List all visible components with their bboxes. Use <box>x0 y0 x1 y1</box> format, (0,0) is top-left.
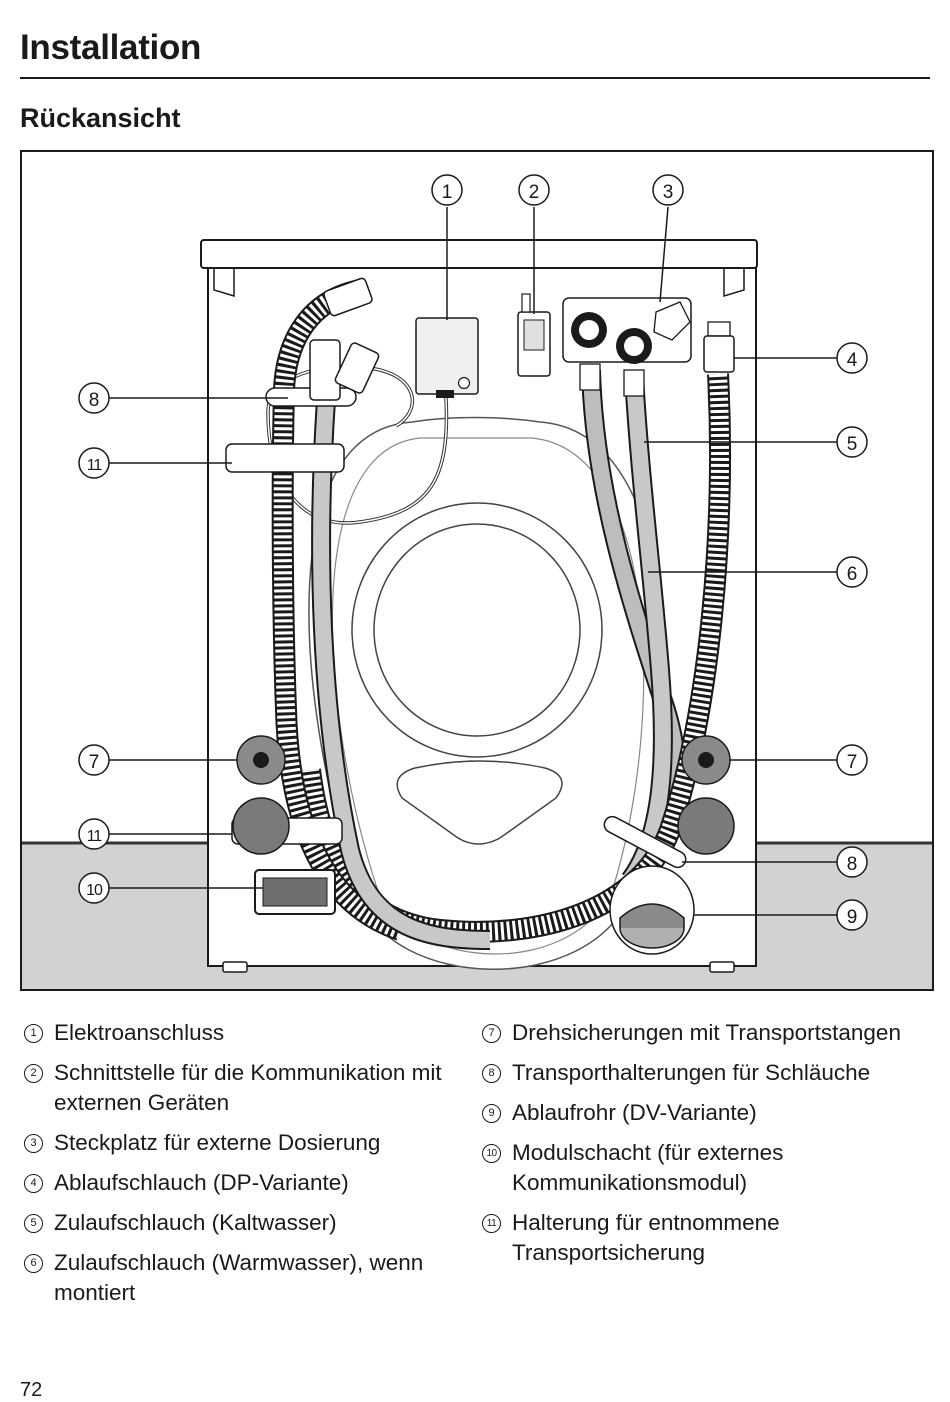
callout-11-top: 11 <box>78 447 110 479</box>
legend-text: Drehsicherungen mit Transportstangen <box>512 1020 901 1045</box>
callout-3: 3 <box>652 174 684 206</box>
callout-2: 2 <box>518 174 550 206</box>
legend-number: 7 <box>482 1024 501 1043</box>
callout-5: 5 <box>836 426 868 458</box>
legend-item-1: 1 Elektroanschluss <box>24 1018 464 1048</box>
page-number: 72 <box>20 1379 43 1401</box>
legend-item-5: 5 Zulaufschlauch (Kaltwasser) <box>24 1208 464 1238</box>
svg-text:2: 2 <box>529 182 540 203</box>
legend-number: 1 <box>24 1024 43 1043</box>
section-title: Rückansicht <box>20 103 181 133</box>
legend-item-2: 2 Schnittstelle für die Kommunikation mit… <box>24 1058 464 1118</box>
legend-text: Ablaufschlauch (DP-Variante) <box>54 1170 349 1195</box>
svg-text:7: 7 <box>89 752 100 773</box>
legend-item-4: 4 Ablaufschlauch (DP-Variante) <box>24 1168 464 1198</box>
callout-9: 9 <box>836 899 868 931</box>
svg-text:4: 4 <box>847 350 858 371</box>
svg-text:1: 1 <box>442 182 453 203</box>
svg-text:3: 3 <box>663 182 674 203</box>
svg-text:9: 9 <box>847 907 858 928</box>
svg-text:5: 5 <box>847 434 858 455</box>
callout-7-right: 7 <box>836 744 868 776</box>
callout-11-bottom: 11 <box>78 818 110 850</box>
washing-machine-rear <box>200 239 758 973</box>
legend-text: Ablaufrohr (DV-Variante) <box>512 1100 757 1125</box>
legend-item-7: 7 Drehsicherungen mit Transportstangen <box>482 1018 922 1048</box>
svg-text:8: 8 <box>847 854 858 875</box>
legend-text: Elektroanschluss <box>54 1020 225 1045</box>
legend-number: 8 <box>482 1064 501 1083</box>
legend-text: Schnittstelle für die Kommunikation mit … <box>54 1060 442 1115</box>
legend-number: 5 <box>24 1214 43 1233</box>
callout-4: 4 <box>836 342 868 374</box>
legend-item-10: 10 Modulschacht (für externes Kommunikati… <box>482 1138 922 1198</box>
legend-text: Modulschacht (für externes Kommunikation… <box>512 1140 784 1195</box>
legend-number: 11 <box>482 1214 501 1233</box>
legend-number: 3 <box>24 1134 43 1153</box>
legend-text: Steckplatz für externe Dosierung <box>54 1130 381 1155</box>
legend-text: Zulaufschlauch (Warmwasser), wenn montie… <box>54 1250 424 1305</box>
legend-text: Transporthalterungen für Schläuche <box>512 1060 871 1085</box>
legend-text: Zulaufschlauch (Kaltwasser) <box>54 1210 337 1235</box>
svg-text:8: 8 <box>89 390 100 411</box>
callout-8-left: 8 <box>78 382 110 414</box>
legend-number: 2 <box>24 1064 43 1083</box>
legend-item-8: 8 Transporthalterungen für Schläuche <box>482 1058 922 1088</box>
callout-1: 1 <box>431 174 463 206</box>
svg-text:6: 6 <box>847 564 858 585</box>
legend-number: 6 <box>24 1254 43 1273</box>
legend-item-6: 6 Zulaufschlauch (Warmwasser), wenn monti… <box>24 1248 464 1308</box>
callout-6: 6 <box>836 556 868 588</box>
legend-number: 10 <box>482 1144 501 1163</box>
legend-item-11: 11 Halterung für entnommene Transportsich… <box>482 1208 922 1268</box>
legend-item-9: 9 Ablaufrohr (DV-Variante) <box>482 1098 922 1128</box>
legend-number: 9 <box>482 1104 501 1123</box>
svg-text:11: 11 <box>87 828 103 845</box>
legend-item-3: 3 Steckplatz für externe Dosierung <box>24 1128 464 1158</box>
callout-7-left: 7 <box>78 744 110 776</box>
svg-text:7: 7 <box>847 752 858 773</box>
title-rule <box>20 77 930 79</box>
leader-lines <box>109 206 840 916</box>
page-title: Installation <box>20 28 202 67</box>
legend-left: 1 Elektroanschluss 2 Schnittstelle für die… <box>24 1018 464 1318</box>
svg-text:11: 11 <box>87 457 103 474</box>
svg-text:10: 10 <box>86 882 103 899</box>
legend-number: 4 <box>24 1174 43 1193</box>
callout-8-right: 8 <box>836 846 868 878</box>
callout-10: 10 <box>78 872 110 904</box>
rear-view-illustration: 1 2 3 4 5 6 7 7 8 8 9 10 11 11 <box>20 150 934 991</box>
legend-text: Halterung für entnommene Transportsicher… <box>512 1210 780 1265</box>
